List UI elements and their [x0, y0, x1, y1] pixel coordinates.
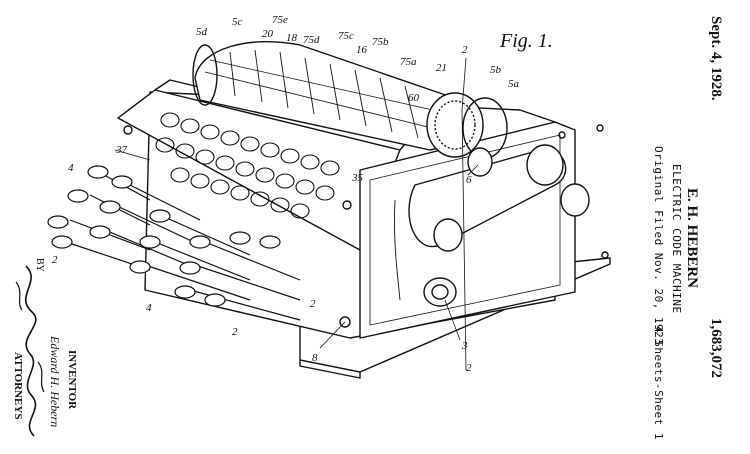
- rotor-drums: [192, 41, 508, 159]
- ref-75e: 75e: [272, 14, 288, 26]
- key-levers: [47, 165, 301, 321]
- keyboard-keys: [155, 112, 340, 219]
- machine-illustration: [47, 41, 611, 379]
- leader-lines: [114, 57, 479, 371]
- ref-2-left: 2: [52, 254, 58, 266]
- ref-18: 18: [286, 32, 297, 44]
- ref-75a: 75a: [400, 56, 417, 68]
- ref-2-front: 2: [232, 326, 238, 338]
- sheet-count: 4 Sheets-Sheet 1: [652, 326, 665, 440]
- inventor-name: E. H. HEBERN: [684, 188, 700, 289]
- ref-2-top: 2: [462, 44, 468, 56]
- crank-assembly: [394, 144, 590, 307]
- figure-label: Fig. 1.: [500, 30, 553, 52]
- ref-35: 35: [352, 172, 363, 184]
- ref-4-b: 4: [146, 302, 152, 314]
- attorney-signature: [15, 265, 45, 437]
- ref-6: 6: [466, 174, 472, 186]
- ref-20: 20: [262, 28, 273, 40]
- invention-title: ELECTRIC CODE MACHINE: [670, 164, 683, 314]
- ref-8: 8: [312, 352, 318, 364]
- ref-75c: 75c: [338, 30, 354, 42]
- ref-4: 4: [68, 162, 74, 174]
- ref-5b: 5b: [490, 64, 501, 76]
- ref-3: 3: [462, 340, 468, 352]
- ref-75b: 75b: [372, 36, 389, 48]
- ref-5c: 5c: [232, 16, 243, 28]
- ref-21: 21: [436, 62, 447, 74]
- ref-5a: 5a: [508, 78, 519, 90]
- patent-number: 1,683,072: [708, 318, 724, 378]
- ref-16: 16: [356, 44, 367, 56]
- ref-2-bottom: 2: [466, 362, 472, 374]
- ref-60: 60: [408, 92, 419, 104]
- inventor-label: INVENTOR: [66, 350, 78, 410]
- patent-date: Sept. 4, 1928.: [708, 16, 724, 101]
- ref-2-mid: 2: [310, 298, 316, 310]
- ref-75d: 75d: [303, 34, 320, 46]
- filing-date: Original Filed Nov. 20, 1923: [652, 146, 665, 346]
- ref-37: 37: [116, 144, 127, 156]
- ref-5d: 5d: [196, 26, 207, 38]
